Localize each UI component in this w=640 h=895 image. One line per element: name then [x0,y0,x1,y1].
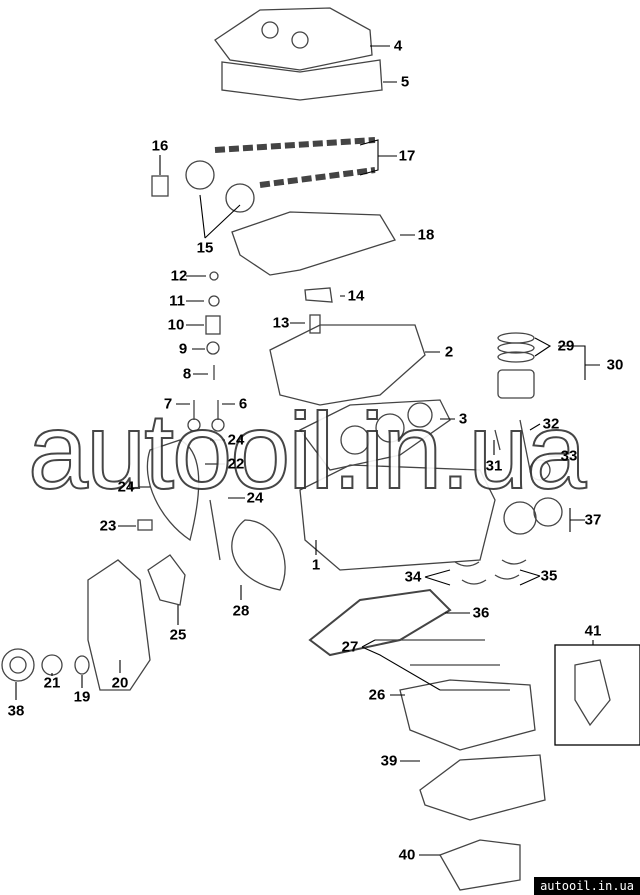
callout-1: 1 [311,556,321,574]
rear-seal [503,497,563,535]
callout-2: 2 [444,343,454,361]
timing-cover [87,559,151,691]
callout-29: 29 [557,337,575,355]
callout-10: 10 [167,316,185,334]
callout-8: 8 [182,365,192,383]
callout-12: 12 [170,267,188,285]
callout-3: 3 [458,410,468,428]
callout-21: 21 [43,674,61,692]
gaskets [375,639,510,691]
leader-lines [15,45,600,856]
callout-36: 36 [472,604,490,622]
crankshaft [308,588,452,657]
callout-9: 9 [178,340,188,358]
callout-18: 18 [417,226,435,244]
callout-27: 27 [341,638,359,656]
valve-cover-gasket [221,59,383,101]
oil-pan [419,754,546,821]
valve-parts [187,271,225,432]
callout-37: 37 [584,511,602,529]
oil-pump-box [554,644,640,746]
callout-6: 6 [238,395,248,413]
callout-41: 41 [584,622,602,640]
rocker-and-adjuster [304,287,333,334]
callout-24-left: 24 [117,478,135,496]
callout-23: 23 [99,517,117,535]
callout-7: 7 [163,395,173,413]
engine-block [299,464,496,571]
callout-40: 40 [398,846,416,864]
callout-4: 4 [393,37,403,55]
callout-38: 38 [7,702,25,720]
callout-15: 15 [196,239,214,257]
callout-14: 14 [347,287,365,305]
callout-35: 35 [540,567,558,585]
timing-chain [146,439,286,591]
camshaft-housing [231,211,396,276]
callout-24-upper: 24 [227,431,245,449]
callout-24-right: 24 [246,489,264,507]
oil-pump-housing [399,679,536,751]
piston-rings-and-piston [497,332,535,399]
bearings [454,559,527,585]
callout-25: 25 [169,626,187,644]
callout-30: 30 [606,356,624,374]
callout-13: 13 [272,314,290,332]
callout-32: 32 [542,415,560,433]
tensioner [137,519,186,606]
cylinder-head [269,324,426,406]
oil-pan-shield [439,839,521,891]
callout-20: 20 [111,674,129,692]
callout-33: 33 [560,447,578,465]
valve-cover [214,7,373,71]
callout-19: 19 [73,688,91,706]
connecting-rod [494,419,551,481]
callout-17: 17 [398,147,416,165]
callout-28: 28 [232,602,250,620]
watermark: autooil.in.ua [27,389,587,512]
callout-22: 22 [227,455,245,473]
footer-watermark: autooil.in.ua [534,877,640,895]
callout-26: 26 [368,686,386,704]
pulleys [1,648,90,682]
callout-39: 39 [380,752,398,770]
callout-31: 31 [485,457,503,475]
callout-11: 11 [169,292,185,310]
camshafts [151,137,376,213]
callout-16: 16 [151,137,169,155]
head-gasket [299,399,451,471]
callout-5: 5 [400,73,410,91]
callout-34: 34 [404,568,422,586]
